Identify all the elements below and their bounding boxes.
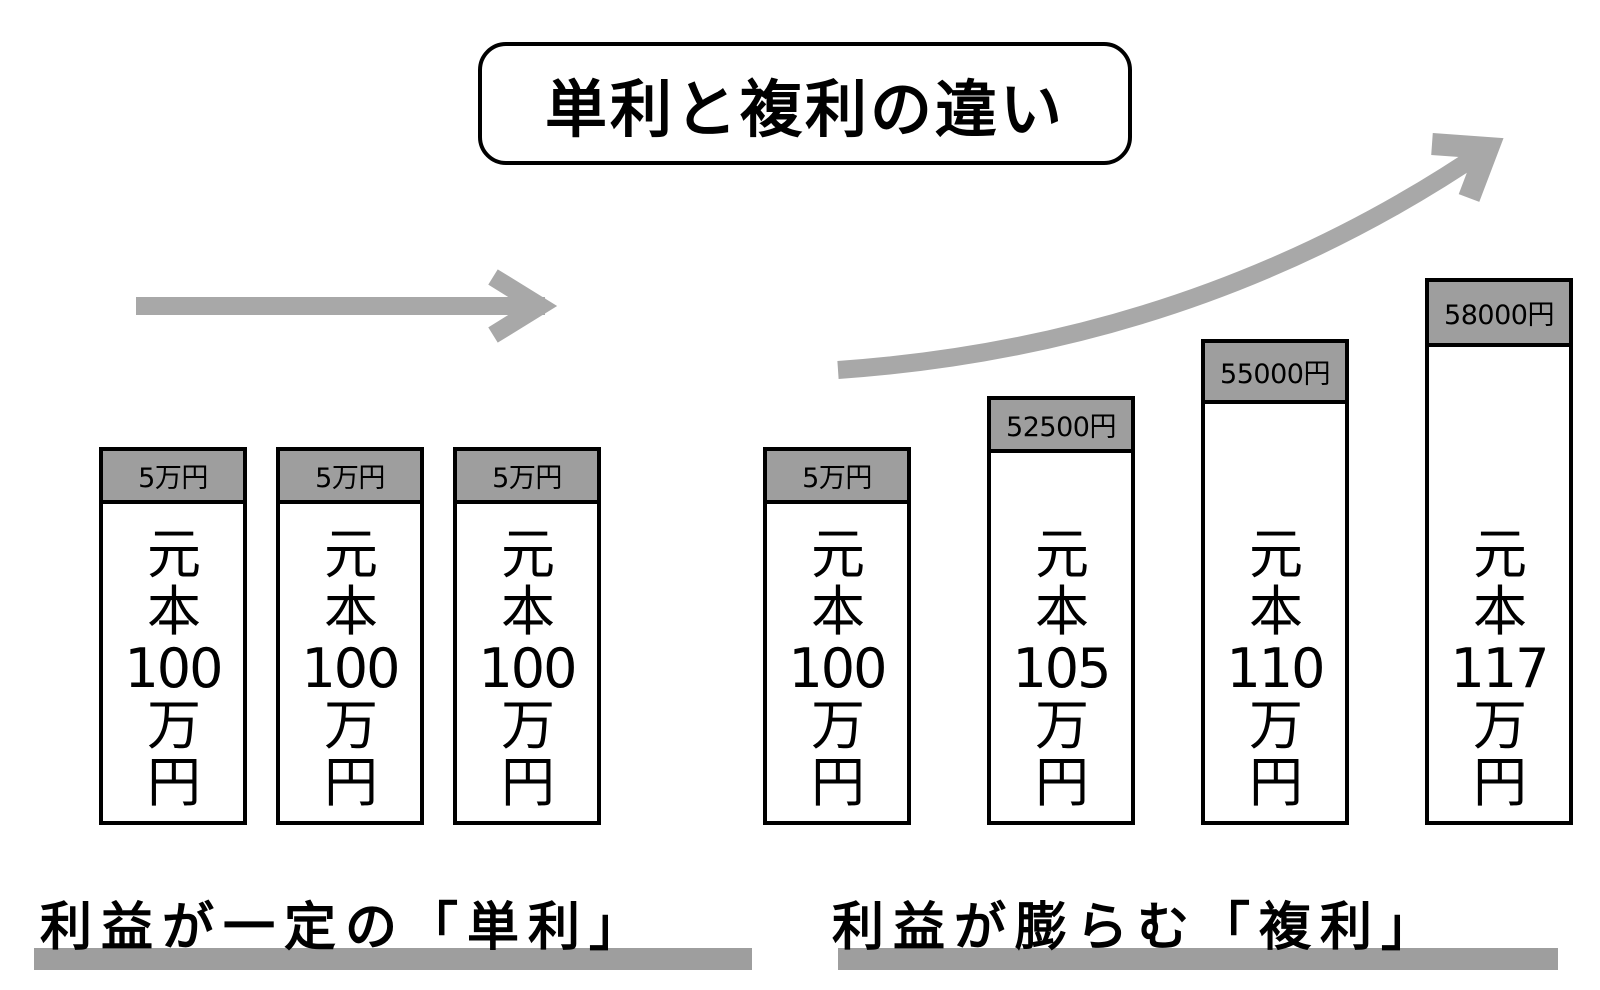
compound-caption: 利益が膨らむ「複利」 (832, 898, 1443, 958)
compound-box-2: 52500円 元 本 105 万 円 (987, 396, 1135, 825)
arrow-right-icon (136, 269, 558, 343)
principal-label: 元 本 105 万 円 (1012, 523, 1111, 814)
compound-box-1: 5万円 元 本 100 万 円 (763, 447, 911, 825)
principal-label: 元 本 100 万 円 (478, 523, 577, 814)
principal-label: 元 本 100 万 円 (301, 523, 400, 814)
interest-label: 52500円 (991, 400, 1131, 453)
simple-caption: 利益が一定の「単利」 (40, 898, 651, 958)
simple-caption-underline (34, 948, 752, 970)
arrow-up-right-icon (837, 133, 1504, 379)
simple-box-2: 5万円 元 本 100 万 円 (276, 447, 424, 825)
compound-box-3: 55000円 元 本 110 万 円 (1201, 339, 1349, 825)
principal-label: 元 本 100 万 円 (124, 523, 223, 814)
simple-box-1: 5万円 元 本 100 万 円 (99, 447, 247, 825)
simple-box-3: 5万円 元 本 100 万 円 (453, 447, 601, 825)
compound-caption-underline (838, 948, 1558, 970)
principal-label: 元 本 110 万 円 (1226, 523, 1325, 814)
page-title: 単利と複利の違い (478, 42, 1132, 165)
interest-label: 5万円 (103, 451, 243, 504)
interest-label: 5万円 (457, 451, 597, 504)
interest-label: 55000円 (1205, 343, 1345, 404)
principal-label: 元 本 117 万 円 (1450, 523, 1549, 814)
interest-label: 58000円 (1429, 282, 1569, 347)
compound-box-4: 58000円 元 本 117 万 円 (1425, 278, 1573, 825)
principal-label: 元 本 100 万 円 (788, 523, 887, 814)
interest-label: 5万円 (767, 451, 907, 504)
interest-label: 5万円 (280, 451, 420, 504)
